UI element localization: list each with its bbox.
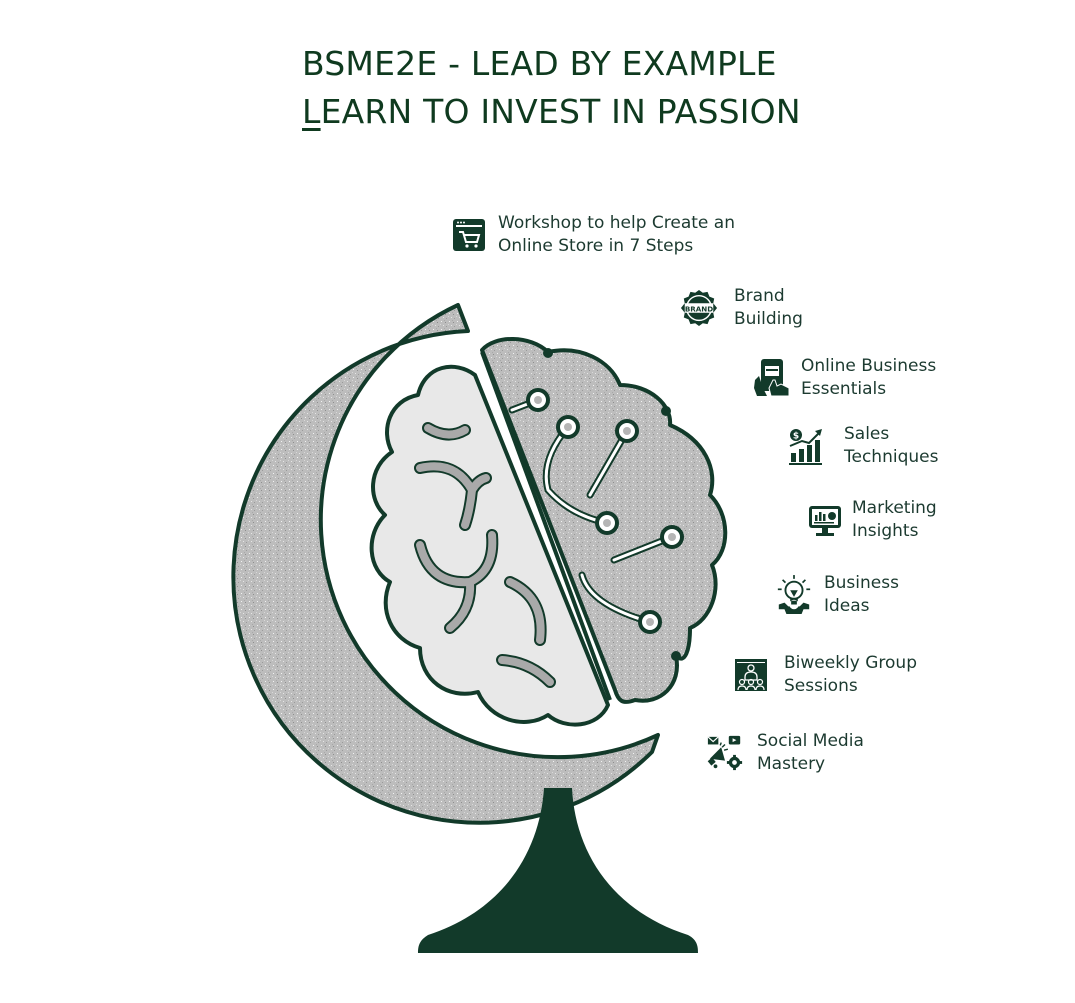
megaphone-social-icon (706, 734, 744, 772)
item-label: Online Business Essentials (801, 356, 937, 399)
item-label: Brand Building (734, 286, 803, 329)
list-item-business-ideas: Business Ideas (775, 572, 899, 618)
title-line-2-rest: EARN TO INVEST IN PASSION (320, 92, 801, 131)
item-label: Business Ideas (824, 573, 899, 616)
title-line-2: LEARN TO INVEST IN PASSION (302, 88, 801, 136)
list-item-biweekly-group-sessions: Biweekly Group Sessions (732, 652, 917, 698)
item-label: Social Media Mastery (757, 731, 864, 774)
list-item-brand-building: BRAND Brand Building (680, 285, 803, 331)
group-presentation-icon (732, 656, 770, 694)
brain-right-hemisphere (480, 337, 728, 704)
list-item-online-store-workshop: Workshop to help Create an Online Store … (450, 212, 735, 258)
brand-badge-icon: BRAND (680, 289, 718, 327)
item-label: Workshop to help Create an Online Store … (498, 213, 735, 256)
list-item-marketing-insights: Marketing Insights (806, 497, 937, 543)
item-label: Marketing Insights (852, 498, 937, 541)
svg-text:$: $ (793, 432, 799, 442)
mobile-shop-tap-icon (753, 359, 791, 397)
list-item-social-media-mastery: Social Media Mastery (706, 730, 864, 776)
svg-text:BRAND: BRAND (685, 304, 713, 313)
globe-stand (418, 788, 698, 953)
title-underlined-letter: L (302, 92, 321, 131)
list-item-online-business-essentials: Online Business Essentials (753, 355, 936, 401)
sales-growth-chart-icon: $ (787, 427, 825, 465)
page-title: BSME2E - LEAD BY EXAMPLE LEARN TO INVEST… (302, 40, 801, 136)
lightbulb-gear-icon (775, 575, 813, 614)
item-label: Biweekly Group Sessions (784, 653, 917, 696)
brain-left-hemisphere (369, 364, 610, 727)
item-label: Sales Techniques (844, 424, 939, 467)
title-line-1: BSME2E - LEAD BY EXAMPLE (302, 44, 777, 83)
list-item-sales-techniques: $ Sales Techniques (787, 423, 938, 469)
online-store-cart-icon (450, 216, 488, 254)
globe-meridian-arc (231, 303, 660, 825)
analytics-monitor-icon (806, 501, 844, 539)
